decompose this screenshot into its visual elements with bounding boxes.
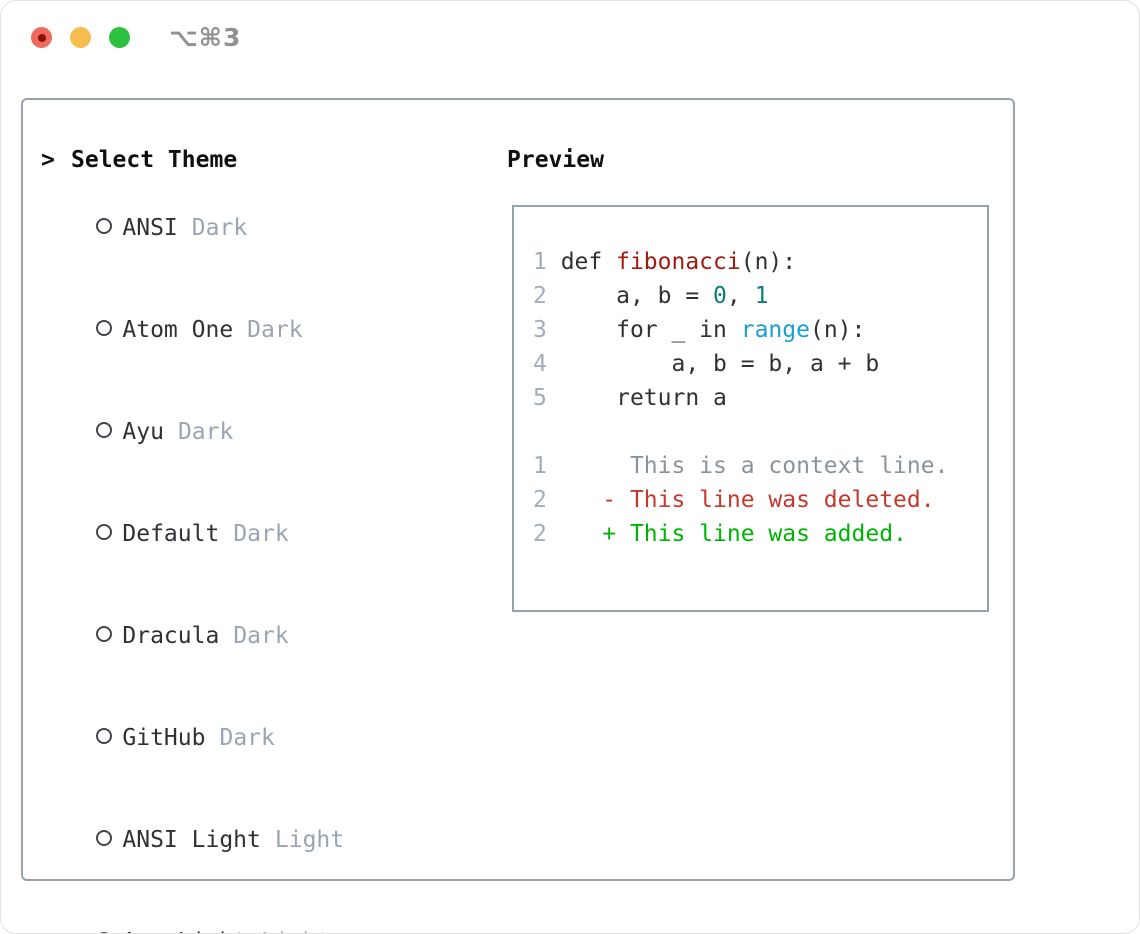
traffic-lights [31,27,130,48]
code-segment: fibonacci [616,249,741,275]
diff-line-deleted: 2 - This line was deleted. [533,487,935,513]
code-segment: 0 [713,283,727,309]
code-line: 2 a, b = 0, 1 [533,279,987,313]
code-segment: return a [560,385,727,411]
line-number: 1 [533,249,561,275]
code-line: 5 return a [533,381,987,415]
line-number: 4 [533,351,561,377]
zoom-button[interactable] [109,27,130,48]
code-line: 3 for _ in range(n): [533,313,987,347]
code-segment: for _ in [560,317,741,343]
line-number: 5 [533,385,561,411]
line-number: 1 [533,453,547,479]
blank-line [533,415,987,449]
line-number: 2 [533,487,547,513]
line-number: 2 [533,521,547,547]
code-segment: (n): [740,249,797,275]
code-segment: range [740,317,810,343]
code-segment: (n): [809,317,866,343]
minimize-button[interactable] [70,27,91,48]
close-dot-icon [37,33,46,42]
prompt-caret-icon: > [41,147,55,173]
radio-icon [96,320,113,336]
radio-icon [96,422,113,438]
code-segment: a, b = [560,283,714,309]
select-theme-label: Select Theme [71,147,238,173]
window-title: ⌥⌘3 [169,23,242,52]
preview-title: Preview [507,147,604,173]
radio-icon [96,626,113,642]
select-theme-header: > Select Theme [41,143,429,177]
radio-icon [96,830,113,846]
radio-icon [96,728,113,744]
close-button[interactable] [31,27,52,48]
line-number: 2 [533,283,561,309]
code-segment: , [726,283,755,309]
line-number [533,419,547,445]
radio-icon [96,524,113,540]
code-line: 4 a, b = b, a + b [533,347,987,381]
diff-line-context: 1 This is a context line. [533,453,949,479]
diff-line-added: 2 + This line was added. [533,521,907,547]
code-segment: def [560,249,617,275]
line-number: 3 [533,317,561,343]
code-segment: a, b = b, a + b [560,351,880,377]
code-line: 1 def fibonacci(n): [533,245,987,279]
radio-icon [96,218,113,234]
code-segment: 1 [754,283,769,309]
